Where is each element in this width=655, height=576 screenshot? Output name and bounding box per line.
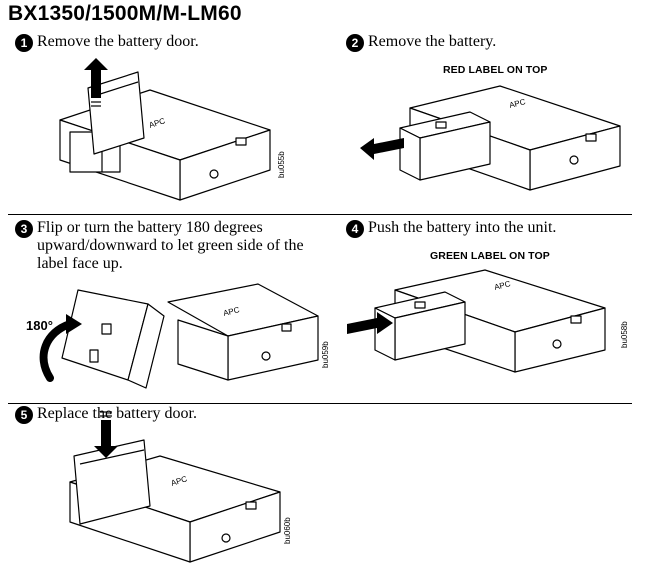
figure-insert-battery: APC bu058b — [347, 269, 629, 373]
step-number-3: 3 — [15, 220, 33, 238]
battery-label — [414, 301, 426, 309]
front-outlet — [209, 169, 219, 179]
arrow-down-icon — [94, 420, 118, 458]
front-outlet — [552, 339, 562, 349]
red-label-caption: RED LABEL ON TOP — [443, 64, 548, 76]
section-divider-1 — [8, 214, 632, 215]
rotation-caption: 180° — [26, 318, 53, 333]
figure-code-4: bu060b — [283, 517, 292, 544]
battery-label — [101, 323, 112, 335]
step-5: 5 Replace the battery door. — [15, 405, 197, 424]
battery-terminal — [89, 349, 99, 363]
front-button — [585, 133, 597, 142]
front-button — [235, 137, 247, 146]
step-number-5: 5 — [15, 406, 33, 424]
section-divider-2 — [8, 403, 632, 404]
arrow-left-icon — [360, 138, 404, 160]
step-text-1: Remove the battery door. — [37, 33, 199, 50]
front-button — [281, 323, 292, 332]
figure-replace-door: APC bu060b — [69, 411, 292, 563]
figure-remove-door: APC bu055b — [59, 58, 286, 201]
document-title: BX1350/1500M/M-LM60 — [8, 2, 242, 25]
figure-remove-battery: APC — [360, 85, 621, 191]
brand-mark: APC — [493, 279, 511, 292]
step-number-2: 2 — [346, 34, 364, 52]
ups-side-face — [177, 319, 229, 381]
rotate-arrow-head — [66, 314, 82, 334]
arrow-up-icon — [84, 58, 108, 98]
battery-flipped-side — [127, 303, 165, 389]
front-outlet — [221, 533, 231, 543]
step-text-2: Remove the battery. — [368, 33, 497, 50]
brand-mark: APC — [222, 305, 240, 318]
front-button — [570, 315, 582, 324]
figure-code-3: bu058b — [620, 321, 629, 348]
battery-label — [435, 121, 447, 129]
step-text-3: Flip or turn the battery 180 degrees upw… — [37, 219, 304, 272]
figure-code-2: bu059b — [321, 341, 330, 368]
front-outlet — [261, 351, 271, 361]
step-3: 3 Flip or turn the battery 180 degrees u… — [15, 219, 337, 273]
step-text-4: Push the battery into the unit. — [368, 219, 557, 236]
brand-mark: APC — [508, 97, 526, 110]
step-number-1: 1 — [15, 34, 33, 52]
green-label-caption: GREEN LABEL ON TOP — [430, 250, 550, 262]
battery-door — [87, 71, 145, 155]
step-4: 4 Push the battery into the unit. — [346, 219, 556, 238]
step-1: 1 Remove the battery door. — [15, 33, 199, 52]
step-text-5: Replace the battery door. — [37, 405, 197, 422]
step-number-4: 4 — [346, 220, 364, 238]
battery-side — [399, 127, 421, 181]
figure-code-1: bu055b — [277, 151, 286, 178]
front-outlet — [569, 155, 579, 165]
arrow-right-icon — [347, 312, 393, 334]
figure-flip-battery: APC bu059b — [39, 283, 330, 389]
front-button — [245, 501, 257, 510]
step-2: 2 Remove the battery. — [346, 33, 496, 52]
rotate-arrow-icon — [39, 320, 74, 382]
